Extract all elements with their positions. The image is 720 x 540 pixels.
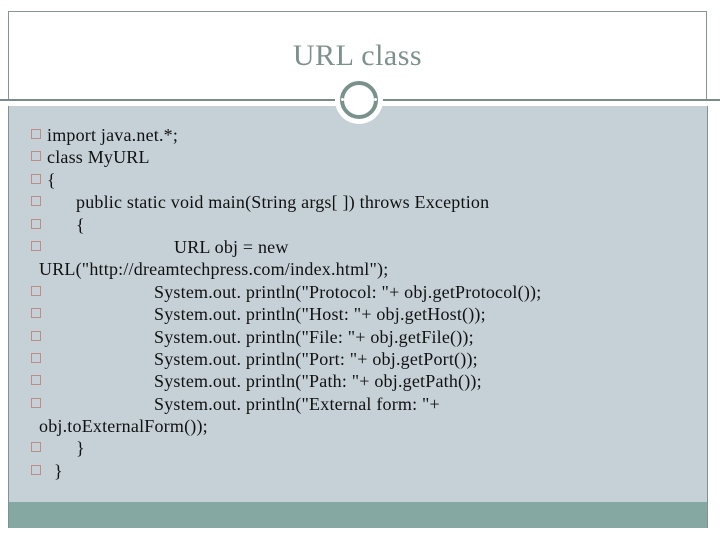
code-text: URL("http://dreamtechpress.com/index.htm… [39, 259, 389, 280]
code-line: { [9, 214, 707, 236]
code-line: URL("http://dreamtechpress.com/index.htm… [9, 258, 707, 280]
code-text: } [76, 438, 85, 459]
ring-dot-left [341, 98, 344, 101]
content-area: import java.net.*;class MyURL{public sta… [8, 106, 708, 528]
bullet-square-icon [31, 375, 41, 386]
code-line: obj.toExternalForm()); [9, 415, 707, 437]
code-line: System.out. println("Port: "+ obj.getPor… [9, 348, 707, 370]
page-title: URL class [292, 38, 423, 72]
circle-ornament-icon [335, 76, 383, 124]
bullet-square-icon [31, 464, 41, 475]
bullet-square-icon [31, 218, 41, 229]
ring-dot-right [374, 98, 377, 101]
bullet-square-icon [31, 240, 41, 251]
bullet-square-icon [31, 330, 41, 341]
ring-icon [340, 81, 378, 119]
code-text: obj.toExternalForm()); [39, 416, 208, 437]
code-block: import java.net.*;class MyURL{public sta… [9, 106, 707, 502]
code-text: System.out. println("File: "+ obj.getFil… [154, 326, 474, 347]
code-text: class MyURL [47, 147, 150, 168]
code-line: public static void main(String args[ ]) … [9, 191, 707, 213]
code-line: System.out. println("External form: "+ [9, 393, 707, 415]
code-line: { [9, 169, 707, 191]
code-line: System.out. println("Path: "+ obj.getPat… [9, 370, 707, 392]
bullet-square-icon [31, 129, 41, 139]
code-line: class MyURL [9, 146, 707, 168]
code-line: System.out. println("Protocol: "+ obj.ge… [9, 281, 707, 303]
code-text: { [76, 214, 85, 235]
code-text: System.out. println("Protocol: "+ obj.ge… [154, 281, 542, 302]
bullet-square-icon [31, 151, 41, 162]
bullet-square-icon [31, 173, 41, 184]
code-text: System.out. println("Host: "+ obj.getHos… [154, 304, 486, 325]
code-text: { [47, 169, 56, 190]
code-line: URL obj = new [9, 236, 707, 258]
bullet-square-icon [31, 352, 41, 363]
code-text: System.out. println("Port: "+ obj.getPor… [154, 348, 478, 369]
code-line: System.out. println("File: "+ obj.getFil… [9, 326, 707, 348]
code-text: } [54, 460, 63, 481]
footer-bar [9, 502, 707, 528]
code-line: } [9, 437, 707, 459]
bullet-square-icon [31, 442, 41, 453]
bullet-square-icon [31, 397, 41, 408]
code-text: import java.net.*; [47, 125, 179, 145]
bullet-square-icon [31, 285, 41, 296]
bullet-square-icon [31, 196, 41, 207]
code-text: System.out. println("Path: "+ obj.getPat… [154, 371, 482, 392]
code-line: System.out. println("Host: "+ obj.getHos… [9, 303, 707, 325]
code-text: public static void main(String args[ ]) … [76, 192, 490, 213]
code-line: } [9, 460, 707, 482]
bullet-square-icon [31, 308, 41, 319]
code-text: URL obj = new [174, 236, 289, 257]
code-text: System.out. println("External form: "+ [154, 393, 440, 414]
code-line: import java.net.*; [9, 124, 707, 146]
